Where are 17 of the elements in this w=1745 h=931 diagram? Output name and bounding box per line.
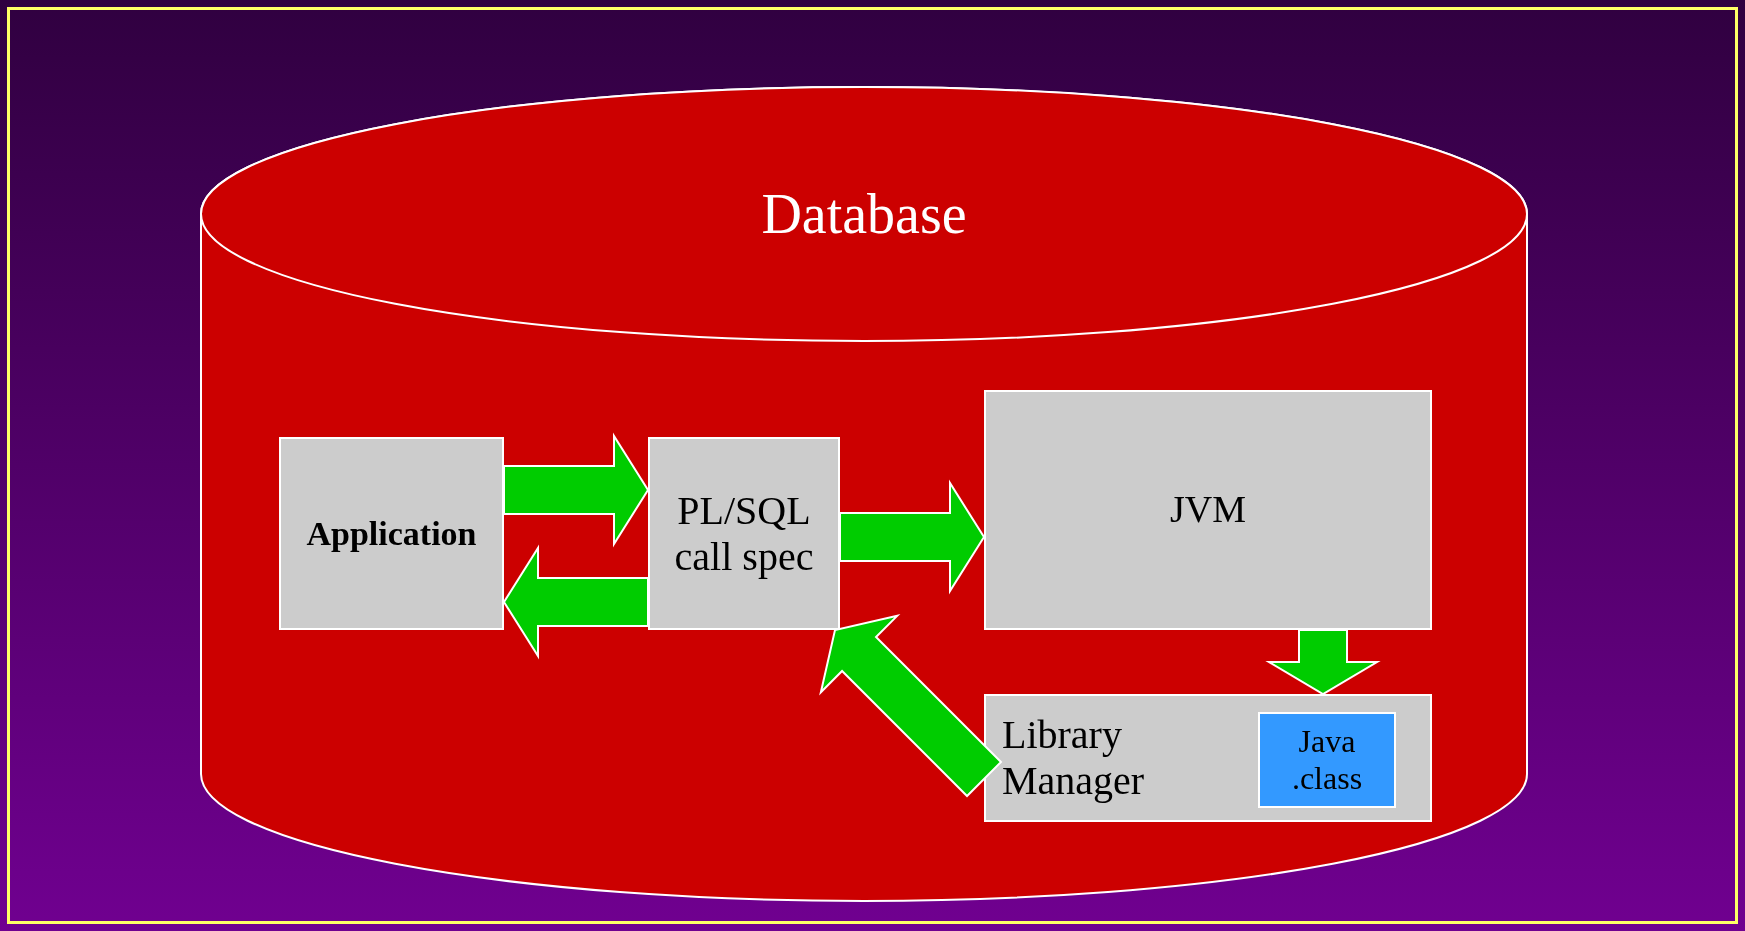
process-box <box>279 437 504 630</box>
node-label: JVM <box>1170 488 1246 532</box>
database-cylinder <box>200 86 1528 902</box>
block-arrow <box>819 614 1003 798</box>
node-label: Application <box>306 513 477 554</box>
class-file-box <box>1258 712 1396 808</box>
block-arrow <box>839 479 986 595</box>
process-box <box>984 390 1432 630</box>
block-arrow <box>502 544 649 660</box>
block-arrow <box>503 432 650 548</box>
node-label: Library Manager <box>1002 712 1146 804</box>
block-arrow <box>1265 629 1381 696</box>
database-label: Database <box>761 181 967 247</box>
node-label: PL/SQL call spec <box>673 487 815 580</box>
node-label: Java .class <box>1290 723 1364 797</box>
process-box <box>648 437 840 630</box>
process-box <box>984 694 1432 822</box>
